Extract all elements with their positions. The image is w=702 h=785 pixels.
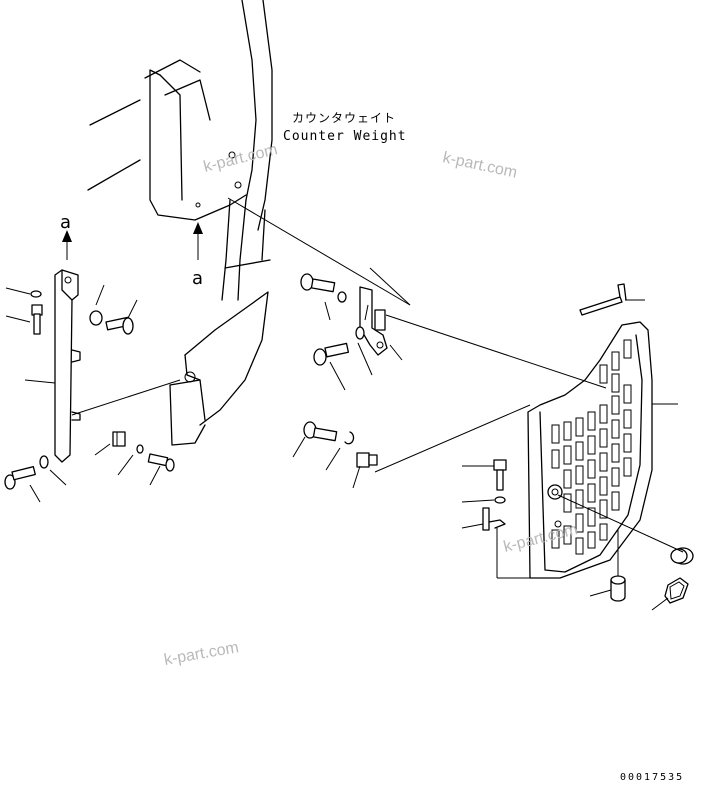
watermark-4: k-part.com: [163, 639, 240, 669]
spacer-right: [610, 575, 626, 602]
watermark-2: k-part.com: [441, 149, 518, 181]
center-bolt-mid: [313, 342, 350, 366]
drawing-code: 00017535: [620, 772, 684, 783]
leaders-center: [227, 197, 607, 489]
bolt-left-horizontal: [105, 316, 134, 335]
leaders-left: [5, 284, 181, 503]
hook-rod: [579, 283, 627, 316]
bolt-left-bottom: [4, 466, 36, 490]
left-bracket: [54, 269, 81, 463]
washer-center-upper: [337, 291, 347, 303]
clip-center: [356, 452, 378, 468]
view-a-label-bottom: a: [192, 268, 203, 289]
watermark-1: k-part.com: [202, 141, 279, 176]
bolt-right: [493, 459, 507, 491]
counterweight-label-jp: カウンタウェイト: [292, 111, 396, 125]
grille-panel: [527, 321, 653, 579]
leaders-right: [461, 299, 684, 611]
washer-center-mid: [355, 326, 365, 340]
cap-right: [670, 547, 694, 565]
washer-left-top: [30, 290, 42, 298]
washer-left-small: [136, 444, 144, 454]
grille-slots: [551, 339, 632, 555]
clip-left: [112, 431, 126, 447]
watermark-3: k-part.com: [502, 521, 579, 556]
counterweight-label-en: Counter Weight: [283, 129, 407, 144]
grommet-right: [664, 577, 689, 604]
view-a-arrow-bottom: [193, 222, 203, 260]
center-bolt-lower: [303, 421, 338, 442]
spring-washer-center: [344, 431, 355, 445]
bolt-left-small: [147, 453, 175, 472]
bolt-left-top: [31, 304, 43, 335]
pin-right: [482, 507, 506, 531]
view-a-label-top: a: [60, 212, 71, 233]
nut-left: [89, 310, 103, 326]
center-bracket: [359, 286, 388, 356]
counterweight-body: [87, 0, 273, 446]
center-bolt-upper: [300, 273, 336, 293]
washer-right: [494, 496, 506, 504]
view-a-arrow-top: [62, 230, 72, 260]
washer-left-bottom: [39, 455, 49, 469]
